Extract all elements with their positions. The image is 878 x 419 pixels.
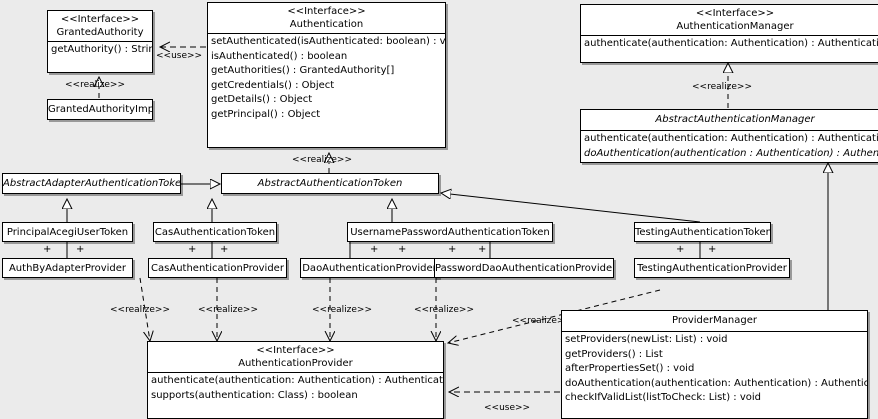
method-row: getAuthorities() : GrantedAuthority[]: [211, 65, 395, 76]
compartment-separator: [148, 372, 443, 373]
edge-label-realize-password-dao-authentication-provider: <<realize>>: [414, 305, 474, 315]
class-name: AuthByAdapterProvider: [8, 263, 127, 274]
multiplicity-mark: +: [676, 244, 685, 255]
method-row: getAuthority() : String: [51, 44, 153, 55]
methods-compartment: authenticate(authentication: Authenticat…: [148, 373, 443, 404]
method-row: authenticate(authentication: Authenticat…: [584, 133, 878, 144]
class-principal-acegi-user-token[interactable]: PrincipalAcegiUserToken: [2, 222, 133, 242]
class-stereotype: <<Interface>>: [695, 8, 775, 19]
class-username-password-authentication-token[interactable]: UsernamePasswordAuthenticationToken: [347, 222, 553, 242]
class-provider-manager[interactable]: ProviderManager setProviders(newList: Li…: [561, 310, 868, 419]
method-row: afterPropertiesSet() : void: [565, 363, 695, 374]
class-granted-authority-impl[interactable]: GrantedAuthorityImpl: [47, 99, 153, 120]
method-row: getPrincipal() : Object: [211, 108, 321, 120]
methods-compartment: setProviders(newList: List) : void getPr…: [562, 332, 867, 407]
edge-label-use-granted-authority: <<use>>: [156, 51, 203, 61]
multiplicity-mark: +: [708, 244, 717, 255]
multiplicity-mark: +: [220, 244, 229, 255]
edge-label-realize-testing-authentication-provider: <<realize>>: [512, 316, 572, 326]
class-abstract-authentication-token[interactable]: AbstractAuthenticationToken: [221, 173, 439, 194]
class-name: PasswordDaoAuthenticationProvider: [435, 263, 614, 274]
edge-label-realize-granted-authority-impl: <<realize>>: [65, 80, 125, 90]
compartment-separator: [581, 35, 878, 36]
method-row: doAuthentication(authentication: Authent…: [565, 377, 868, 389]
class-name: AbstractAuthenticationToken: [257, 178, 403, 189]
compartment-separator: [48, 41, 152, 42]
class-name: GrantedAuthority: [56, 27, 144, 38]
class-stereotype: <<Interface>>: [60, 14, 140, 25]
class-name: PrincipalAcegiUserToken: [6, 227, 129, 238]
class-authentication-manager[interactable]: <<Interface>> AuthenticationManager auth…: [580, 4, 878, 63]
method-row: getDetails() : Object: [211, 94, 313, 105]
class-name: AbstractAuthenticationManager: [655, 114, 815, 125]
multiplicity-mark: +: [370, 244, 379, 255]
multiplicity-mark: +: [398, 244, 407, 255]
edge-label-realize-cas-authentication-provider: <<realize>>: [198, 305, 258, 315]
multiplicity-mark: +: [188, 244, 197, 255]
method-row: getCredentials() : Object: [211, 79, 335, 91]
class-authentication-provider[interactable]: <<Interface>> AuthenticationProvider aut…: [147, 341, 444, 419]
compartment-separator: [581, 130, 878, 131]
class-header: ProviderManager: [562, 311, 867, 331]
class-testing-authentication-provider[interactable]: TestingAuthenticationProvider: [634, 258, 790, 278]
edge-label-realize-abstract-authentication-token: <<realize>>: [292, 155, 352, 165]
class-stereotype: <<Interface>>: [287, 6, 366, 17]
class-name: TestingAuthenticationToken: [635, 227, 771, 238]
edge-label-realize-auth-by-adapter-provider: <<realize>>: [110, 305, 170, 315]
multiplicity-mark: +: [76, 244, 85, 255]
class-name: CasAuthenticationToken: [154, 227, 276, 238]
class-cas-authentication-provider[interactable]: CasAuthenticationProvider: [148, 258, 287, 278]
class-abstract-adapter-authentication-token[interactable]: AbstractAdapterAuthenticationToken: [2, 173, 181, 194]
edge-label-realize-dao-authentication-provider: <<realize>>: [312, 305, 372, 315]
class-name: DaoAuthenticationProvider: [302, 263, 437, 274]
class-auth-by-adapter-provider[interactable]: AuthByAdapterProvider: [2, 258, 133, 278]
class-name: AuthenticationManager: [676, 21, 794, 32]
multiplicity-mark: +: [478, 244, 487, 255]
class-dao-authentication-provider[interactable]: DaoAuthenticationProvider: [300, 258, 439, 278]
method-row: supports(authentication: Class) : boolea…: [151, 389, 358, 401]
class-authentication[interactable]: <<Interface>> Authentication setAuthenti…: [207, 2, 446, 148]
class-stereotype: <<Interface>>: [256, 345, 335, 356]
method-row: authenticate(authentication: Authenticat…: [584, 38, 878, 49]
class-testing-authentication-token[interactable]: TestingAuthenticationToken: [634, 222, 771, 242]
class-name: AuthenticationProvider: [238, 358, 353, 369]
methods-compartment: authenticate(authentication: Authenticat…: [581, 131, 878, 162]
class-header: <<Interface>> AuthenticationManager: [581, 5, 878, 35]
class-name: GrantedAuthorityImpl: [48, 104, 153, 115]
class-name: ProviderManager: [671, 315, 757, 326]
compartment-separator: [208, 33, 445, 34]
edge-label-use-provider-manager: <<use>>: [484, 403, 531, 413]
method-row: setAuthenticated(isAuthenticated: boolea…: [211, 36, 446, 47]
compartment-separator: [562, 331, 867, 332]
class-name: AbstractAdapterAuthenticationToken: [3, 178, 181, 189]
class-password-dao-authentication-provider[interactable]: PasswordDaoAuthenticationProvider: [434, 258, 614, 278]
class-name: UsernamePasswordAuthenticationToken: [350, 227, 550, 238]
class-header: <<Interface>> Authentication: [208, 3, 445, 33]
class-cas-authentication-token[interactable]: CasAuthenticationToken: [153, 222, 277, 242]
class-header: AbstractAuthenticationManager: [581, 110, 878, 130]
method-row: checkIfValidList(listToCheck: List) : vo…: [565, 392, 762, 403]
methods-compartment: setAuthenticated(isAuthenticated: boolea…: [208, 34, 445, 123]
class-granted-authority[interactable]: <<Interface>> GrantedAuthority getAuthor…: [47, 10, 153, 73]
method-row: doAuthentication(authentication : Authen…: [584, 147, 878, 159]
class-name: TestingAuthenticationProvider: [637, 263, 787, 274]
class-name: Authentication: [289, 19, 364, 30]
class-header: <<Interface>> AuthenticationProvider: [148, 342, 443, 372]
multiplicity-mark: +: [448, 244, 457, 255]
class-header: <<Interface>> GrantedAuthority: [48, 11, 152, 41]
method-row: getProviders() : List: [565, 348, 663, 360]
methods-compartment: getAuthority() : String: [48, 42, 152, 59]
methods-compartment: authenticate(authentication: Authenticat…: [581, 36, 878, 53]
multiplicity-mark: +: [43, 244, 52, 255]
class-abstract-authentication-manager[interactable]: AbstractAuthenticationManager authentica…: [580, 109, 878, 163]
class-name: CasAuthenticationProvider: [151, 263, 284, 274]
method-row: isAuthenticated() : boolean: [211, 50, 348, 62]
method-row: authenticate(authentication: Authenticat…: [151, 375, 444, 386]
method-row: setProviders(newList: List) : void: [565, 334, 728, 345]
edge-label-realize-abstract-authentication-manager: <<realize>>: [692, 82, 752, 92]
